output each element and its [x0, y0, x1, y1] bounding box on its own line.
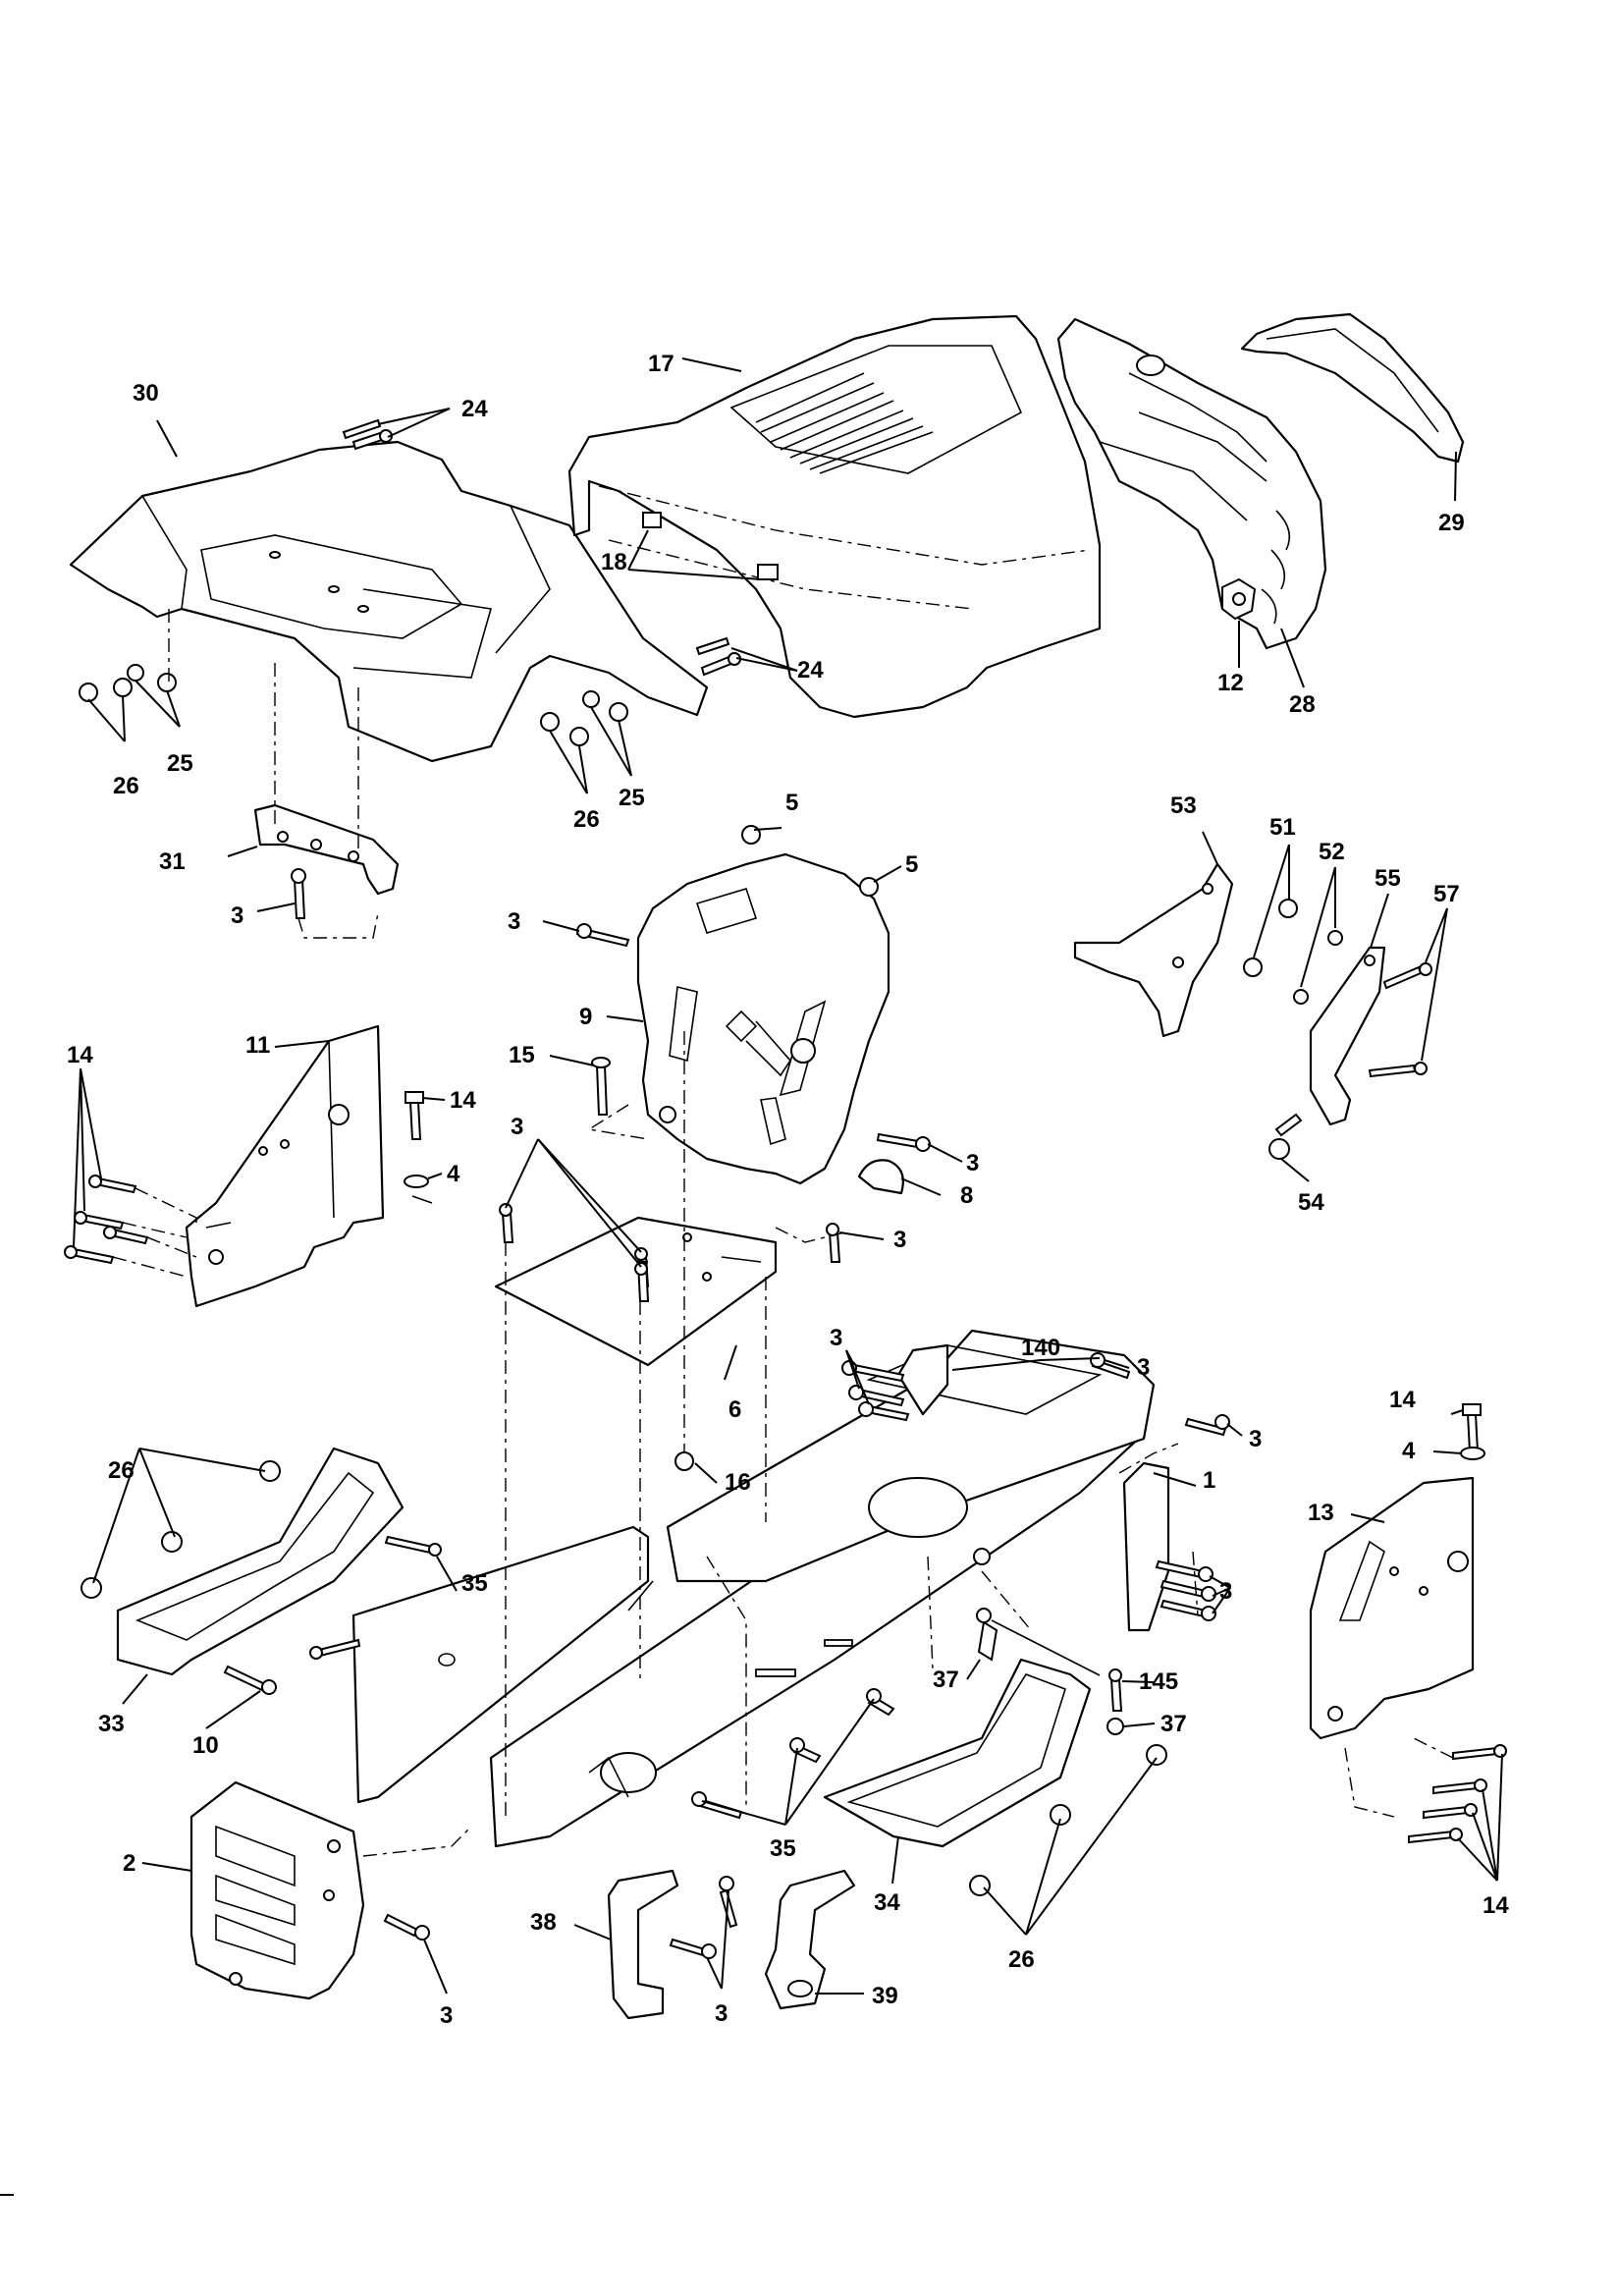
callout-14: 14 [1389, 1387, 1416, 1413]
callout-35: 35 [461, 1570, 488, 1597]
callout-34: 34 [874, 1889, 900, 1916]
callout-33: 33 [98, 1711, 125, 1737]
leader-lines [73, 357, 1503, 1995]
callout-13: 13 [1308, 1500, 1334, 1526]
hood-vents [755, 372, 934, 474]
callout-18: 18 [601, 549, 627, 575]
callout-24: 24 [797, 657, 824, 683]
part-13-side-panel [1309, 1476, 1475, 1740]
callout-140: 140 [1021, 1335, 1060, 1361]
part-53-bracket [1073, 862, 1234, 1038]
part-34-footrest [823, 1658, 1092, 1848]
callout-25: 25 [619, 785, 645, 811]
callout-3: 3 [508, 908, 520, 935]
part-38-lever [607, 1869, 679, 2020]
callout-3: 3 [1137, 1354, 1150, 1381]
part-31-bracket [253, 803, 400, 896]
part-55-bracket [1309, 946, 1386, 1126]
assembly-lines [112, 609, 1454, 1857]
callout-51: 51 [1269, 814, 1296, 841]
callout-52: 52 [1319, 839, 1345, 865]
callout-8: 8 [960, 1182, 973, 1209]
callout-14: 14 [450, 1087, 476, 1114]
callout-12: 12 [1217, 670, 1244, 696]
part-2-plate [189, 1780, 365, 2000]
callout-17: 17 [648, 351, 674, 377]
callout-35: 35 [770, 1835, 796, 1862]
callout-5: 5 [905, 851, 918, 878]
part-140-bracket [896, 1343, 1170, 1632]
callout-3: 3 [440, 2002, 453, 2029]
callout-3: 3 [893, 1227, 906, 1253]
callout-4: 4 [447, 1161, 460, 1187]
callout-57: 57 [1433, 881, 1460, 907]
callout-28: 28 [1289, 691, 1316, 718]
callout-53: 53 [1170, 793, 1197, 819]
callout-26: 26 [573, 806, 600, 833]
callout-3: 3 [511, 1114, 523, 1140]
callout-4: 4 [1402, 1438, 1416, 1464]
part-11-side-panel [185, 1024, 433, 1308]
part-29-trim [1240, 312, 1465, 464]
part-33-footrest [116, 1447, 404, 1676]
callout-37: 37 [1160, 1711, 1187, 1737]
callout-15: 15 [509, 1042, 535, 1068]
callout-1: 1 [1203, 1467, 1215, 1494]
callout-14: 14 [1483, 1892, 1509, 1919]
callout-30: 30 [133, 380, 159, 407]
part-1-frame [351, 1329, 1156, 1848]
callout-3: 3 [1219, 1578, 1232, 1605]
callout-3: 3 [1249, 1426, 1262, 1452]
callout-25: 25 [167, 750, 193, 777]
callout-39: 39 [872, 1983, 898, 2009]
callout-26: 26 [1008, 1946, 1035, 1973]
hardware [64, 418, 1507, 1959]
part-9-dash-panel [636, 852, 890, 1185]
callout-9: 9 [579, 1004, 592, 1030]
part-8-clamp [857, 1159, 904, 1195]
part-39-lever [764, 1869, 856, 2010]
callout-54: 54 [1298, 1189, 1324, 1216]
part-30-fender [69, 440, 709, 763]
callout-26: 26 [108, 1457, 135, 1484]
callout-6: 6 [728, 1396, 741, 1423]
callout-37: 37 [933, 1667, 959, 1693]
part-6-plate [494, 1216, 778, 1367]
callout-10: 10 [192, 1732, 219, 1759]
callout-3: 3 [966, 1150, 979, 1176]
callout-16: 16 [725, 1469, 751, 1496]
part-28-grille [1056, 317, 1327, 650]
callout-3: 3 [715, 2000, 728, 2027]
callout-11: 11 [245, 1032, 270, 1059]
callout-145: 145 [1139, 1668, 1178, 1695]
callout-24: 24 [461, 396, 488, 422]
callout-3: 3 [830, 1325, 842, 1351]
callout-14: 14 [67, 1042, 93, 1068]
part-17-hood [567, 314, 1102, 719]
callout-2: 2 [123, 1850, 135, 1877]
callout-3: 3 [231, 902, 243, 929]
callout-31: 31 [159, 848, 186, 875]
callout-26: 26 [113, 773, 139, 799]
callout-labels: 30 24 17 18 24 29 12 28 26 25 26 25 31 3… [67, 351, 1509, 2029]
callout-38: 38 [530, 1909, 557, 1936]
callout-29: 29 [1438, 510, 1465, 536]
callout-55: 55 [1375, 865, 1401, 892]
callout-5: 5 [785, 790, 798, 816]
part-12-clip [1221, 577, 1257, 621]
